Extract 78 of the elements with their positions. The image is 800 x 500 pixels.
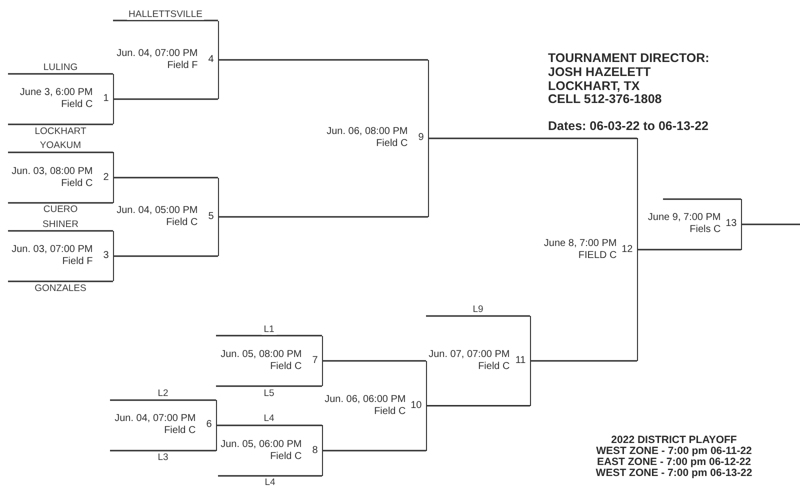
bracket-line	[8, 280, 113, 282]
game-number: 8	[312, 444, 318, 457]
game-number: 13	[726, 218, 737, 230]
bracket-line	[113, 255, 218, 257]
game-number: 10	[410, 400, 422, 412]
edge-label: YOAKUM	[38, 140, 84, 152]
bracket-line	[663, 198, 741, 200]
game-number: 12	[622, 244, 633, 256]
edge-label: CUERO	[41, 204, 80, 216]
playoff-schedule: EAST ZONE - 7:00 pm 06-12-22	[596, 456, 752, 468]
bracket-line	[8, 152, 113, 154]
playoff-heading: 2022 DISTRICT PLAYOFF	[611, 434, 737, 446]
edge-label: HALLETTSVILLE	[126, 8, 204, 20]
playoff-schedule: WEST ZONE - 7:00 pm 06-11-22	[596, 445, 752, 458]
bracket-line	[8, 73, 113, 75]
game-schedule: June 8, 7:00 PM FIELD C	[542, 238, 617, 262]
bracket-line	[8, 230, 113, 232]
game-schedule: Jun. 05, 06:00 PM Field C	[220, 438, 302, 463]
bracket-line	[216, 334, 322, 336]
bracket-line	[8, 124, 113, 126]
game-bracket	[218, 425, 323, 476]
game-number: 9	[418, 132, 424, 144]
game-bracket	[324, 360, 427, 451]
bracket-line	[113, 176, 218, 178]
bracket-line	[637, 248, 741, 250]
contact-text: JOSH HAZELETT	[548, 65, 651, 80]
edge-label: GONZALES	[32, 282, 88, 294]
bracket-line	[428, 138, 637, 140]
game-schedule: Jun. 04, 07:00 PM Field C	[114, 413, 196, 438]
edge-label: L3	[156, 452, 170, 464]
game-schedule: Jun. 03, 08:00 PM Field C	[10, 166, 93, 190]
game-schedule: Jun. 03, 07:00 PM Field F	[10, 244, 93, 268]
game-schedule: Jun. 06, 08:00 PM Field C	[326, 126, 408, 150]
game-schedule: Jun. 04, 07:00 PM Field F	[116, 48, 198, 72]
edge-label: SHINER	[40, 218, 80, 230]
edge-label: L9	[470, 304, 486, 315]
bracket-line	[322, 450, 426, 452]
bracket-line	[741, 224, 800, 226]
game-number: 4	[208, 54, 214, 66]
edge-label: L1	[262, 324, 276, 335]
bracket-line	[322, 360, 426, 362]
bracket-line	[426, 315, 530, 317]
bracket-line	[110, 450, 216, 452]
bracket-line	[218, 216, 428, 218]
game-number: 3	[103, 250, 109, 262]
edge-label: L5	[262, 388, 276, 399]
game-schedule: June 3, 6:00 PM Field C	[18, 87, 93, 112]
game-bracket	[114, 178, 219, 256]
game-schedule: June 9, 7:00 PM Fiels C	[646, 212, 721, 236]
playoff-schedule: WEST ZONE - 7:00 pm 06-13-22	[596, 467, 752, 480]
contact-text: TOURNAMENT DIRECTOR:	[548, 51, 710, 66]
bracket-line	[218, 59, 428, 61]
game-schedule: Jun. 05, 08:00 PM Field C	[220, 348, 302, 373]
bracket-line	[8, 202, 113, 204]
bracket-line	[426, 405, 530, 407]
bracket-line	[530, 360, 637, 362]
game-schedule: Jun. 07, 07:00 PM Field C	[428, 348, 510, 373]
bracket-line	[216, 424, 322, 426]
game-number: 6	[206, 419, 212, 432]
game-number: 7	[312, 354, 318, 367]
bracket-line	[218, 475, 322, 477]
game-schedule: Jun. 06, 06:00 PM Field C	[324, 394, 406, 418]
edge-label: LULING	[41, 62, 80, 73]
contact-text: CELL 512-376-1808	[548, 92, 662, 106]
bracket-line	[110, 399, 216, 401]
game-number: 1	[103, 93, 109, 106]
contact-text: LOCKHART, TX	[548, 78, 640, 92]
game-schedule: Jun. 04, 05:00 PM Field C	[116, 204, 198, 229]
edge-label: LOCKHART	[32, 126, 88, 137]
bracket-line	[113, 98, 218, 100]
game-number: 11	[515, 354, 526, 367]
dates-text: Dates: 06-03-22 to 06-13-22	[548, 118, 708, 133]
game-number: 5	[208, 210, 214, 223]
bracket-line	[216, 385, 322, 387]
game-bracket	[426, 316, 531, 406]
game-number: 2	[103, 172, 109, 184]
game-bracket	[8, 152, 114, 203]
bracket-line	[113, 20, 218, 22]
